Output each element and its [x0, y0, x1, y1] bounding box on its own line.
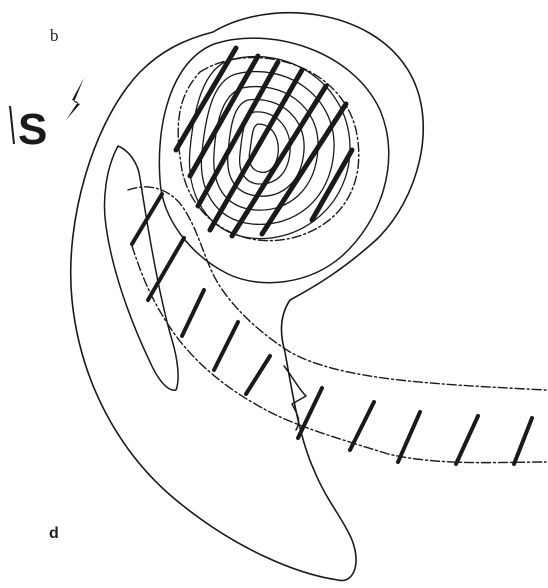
s-mark-label: S: [4, 100, 94, 156]
panel-label-b: b: [50, 27, 59, 44]
core-ring-outline: [159, 38, 388, 283]
s-mark-text: S: [18, 105, 47, 154]
panel-label-d: d: [49, 526, 59, 542]
band-hatching: [132, 194, 532, 464]
